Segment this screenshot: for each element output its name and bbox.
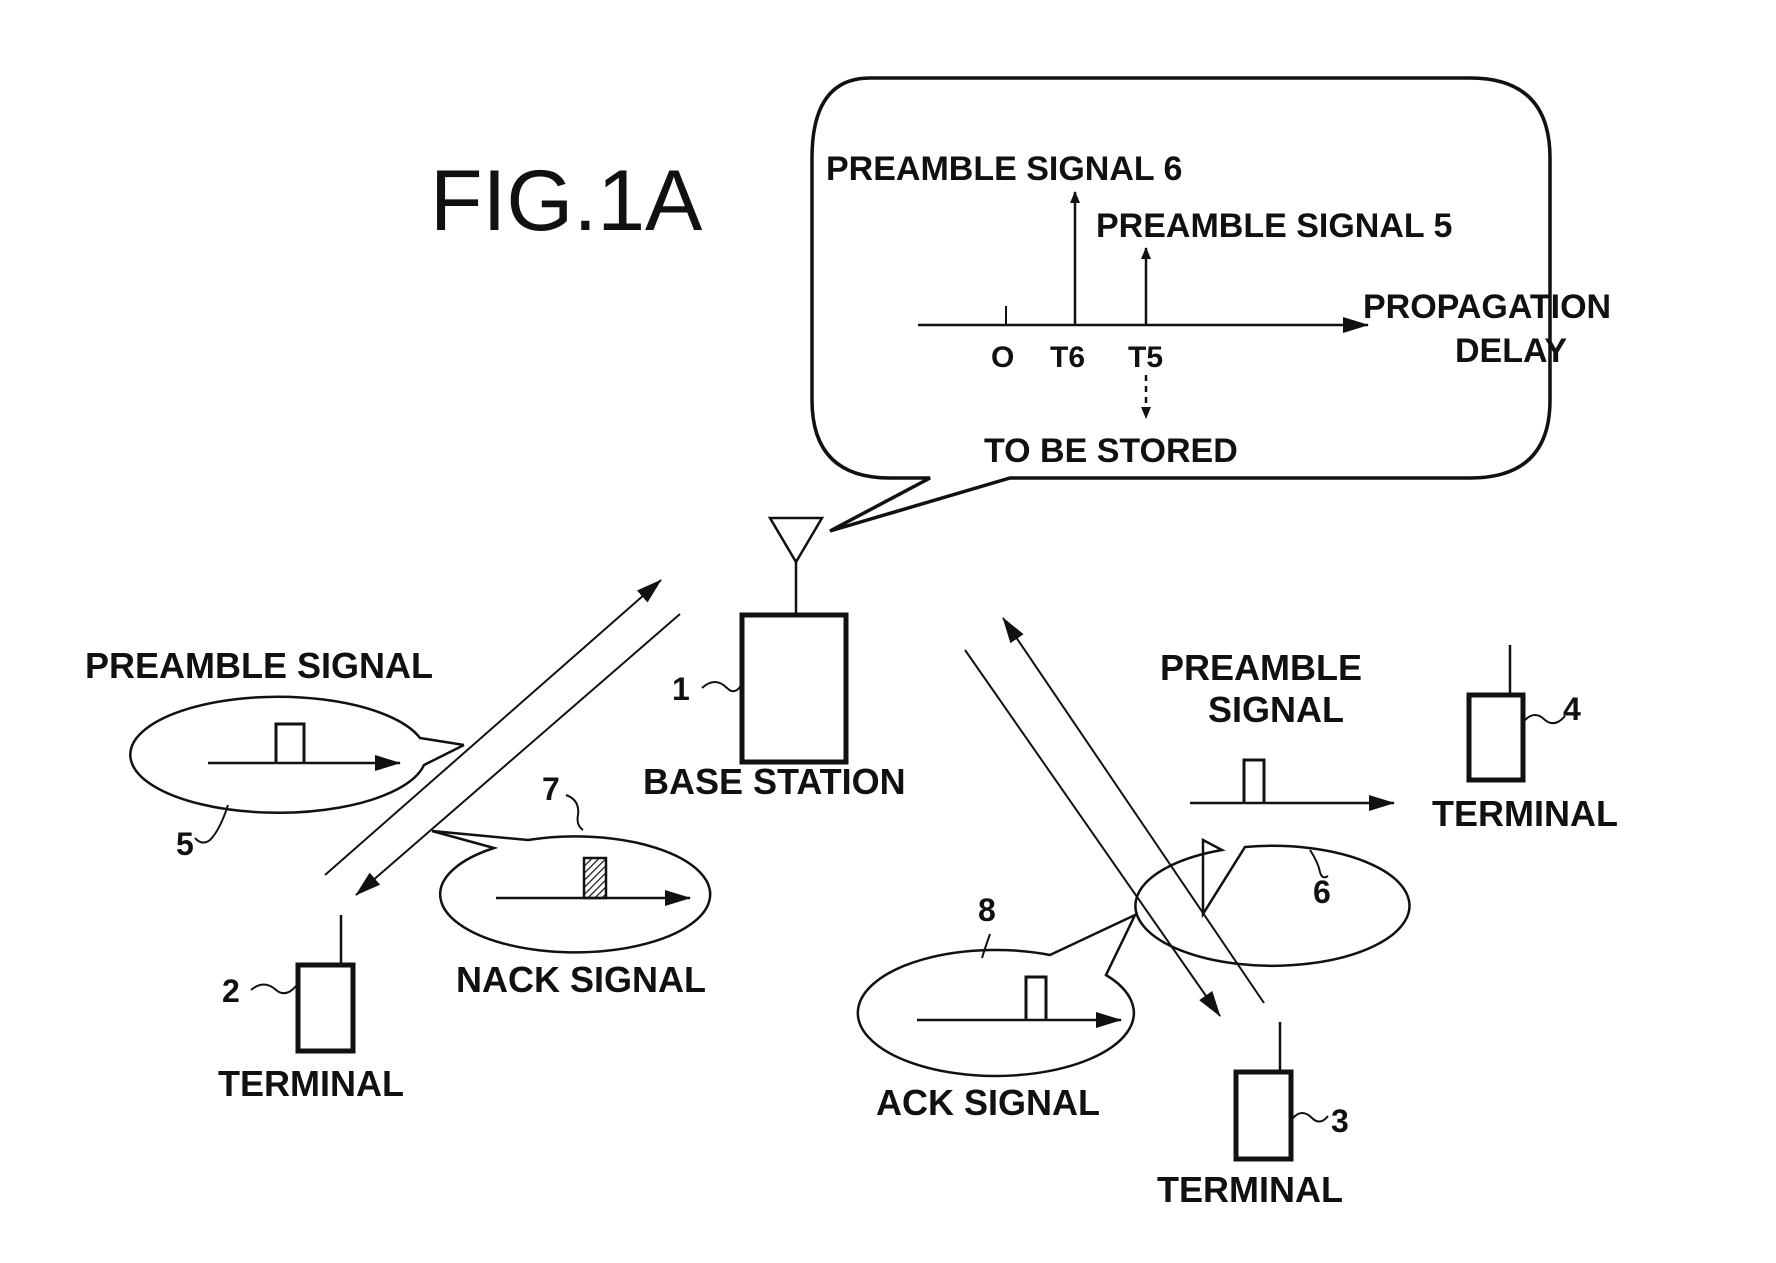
uplink-arrow-left — [325, 580, 661, 875]
terminal-4-ref-leader — [1525, 715, 1565, 723]
terminal-2-ref-leader — [251, 985, 296, 994]
tick-label-origin: O — [991, 341, 1014, 374]
base-station-box — [742, 615, 846, 762]
left-preamble-ref-leader — [195, 805, 228, 843]
figure-title: FIG.1A — [430, 153, 703, 249]
preamble-6-label: PREAMBLE SIGNAL 6 — [826, 150, 1182, 188]
antenna-icon — [770, 518, 822, 562]
nack-ref: 7 — [542, 771, 560, 807]
left-preamble-label: PREAMBLE SIGNAL — [85, 645, 433, 686]
tick-label-t5: T5 — [1128, 341, 1163, 374]
terminal-2-ref: 2 — [222, 973, 240, 1009]
left-preamble-ref: 5 — [176, 826, 194, 862]
right-preamble-pulse — [1244, 760, 1264, 803]
terminal-3-label: TERMINAL — [1157, 1169, 1343, 1210]
axis-label-delay: DELAY — [1455, 332, 1567, 370]
base-station-ref-leader — [702, 682, 742, 691]
preamble-5-label: PREAMBLE SIGNAL 5 — [1096, 207, 1452, 245]
terminal-4-box — [1469, 695, 1523, 780]
terminal-3-ref-leader — [1293, 1113, 1328, 1122]
left-preamble-pulse — [276, 724, 304, 763]
downlink-arrow-right — [965, 650, 1220, 1016]
nack-bubble — [432, 831, 710, 952]
right-preamble-label-line2: SIGNAL — [1208, 689, 1344, 730]
tick-label-t6: T6 — [1050, 341, 1085, 374]
ack-label: ACK SIGNAL — [876, 1082, 1100, 1123]
terminal-3-ref: 3 — [1331, 1103, 1349, 1139]
axis-label-propagation: PROPAGATION — [1363, 288, 1611, 326]
left-preamble-bubble — [130, 697, 464, 813]
ack-ref-leader — [982, 934, 990, 958]
terminal-3-box — [1236, 1072, 1291, 1159]
terminal-2-label: TERMINAL — [218, 1063, 404, 1104]
ack-ref: 8 — [978, 892, 996, 928]
nack-ref-leader — [566, 795, 583, 830]
terminal-4-label: TERMINAL — [1432, 793, 1618, 834]
right-preamble-label-line1: PREAMBLE — [1160, 647, 1362, 688]
ack-bubble — [858, 915, 1135, 1076]
right-preamble-ref: 6 — [1313, 874, 1331, 910]
right-preamble-bubble — [1135, 840, 1409, 966]
base-station-label: BASE STATION — [643, 761, 906, 802]
terminal-2-box — [298, 965, 353, 1051]
nack-label: NACK SIGNAL — [456, 959, 706, 1000]
terminal-4-ref: 4 — [1563, 691, 1581, 727]
base-station-ref: 1 — [672, 671, 690, 707]
to-be-stored-label: TO BE STORED — [984, 432, 1238, 470]
nack-pulse — [584, 858, 606, 898]
ack-pulse — [1026, 977, 1046, 1020]
